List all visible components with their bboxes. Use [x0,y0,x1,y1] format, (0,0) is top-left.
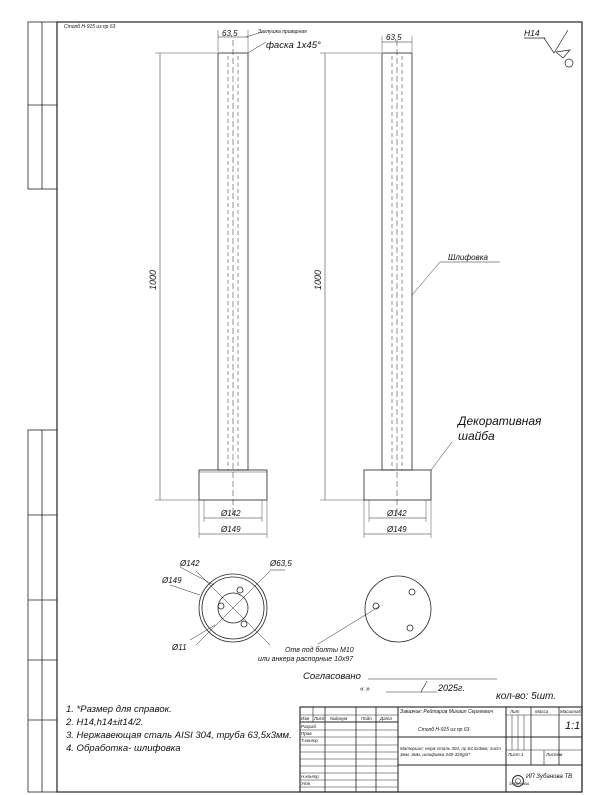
tb-col-izm: Изм [301,716,310,721]
technical-notes: 1. *Размер для справок. 2. H14,h14±it14/… [66,703,292,755]
tb-col-docnum: №докум [330,716,348,721]
approval-lines [368,678,497,693]
tb-col-mass: Масса [535,709,549,714]
washer-text: Декоративная шайба [458,414,542,443]
chamfer-label: фаска 1x45° [266,40,321,51]
plan-dim-142: Ø142 [179,559,200,568]
left-top-dim: 63,5 [222,29,238,38]
tb-designation: Столб Н-915 из пр 63 [418,727,470,733]
note-2: 2. H14,h14±it14/2. [66,717,144,728]
plan-dim-149: Ø149 [161,576,182,585]
tb-role-ncontr: Н.контр [301,774,319,779]
left-dim-149: Ø149 [220,525,241,534]
plan-dim-11: Ø11 [171,643,187,652]
roughness-label: H14 [524,28,540,38]
title-block [299,706,583,793]
plan-dim-63: Ø63,5 [269,559,292,568]
logo-subtext: ЗУБАНОВА [509,782,530,786]
approval-label: Согласовано [303,671,361,682]
tb-role-approve: Утв [301,781,310,786]
grinding-label: Шлифовка [448,253,489,262]
holes-note-2: или анкера распорные 10х97 [258,656,354,663]
approval-year: 2025г. [437,683,465,693]
tb-role-tcontr: Т.контр [301,738,318,743]
left-plan-view [169,566,285,646]
tb-col-date: Дата [380,716,392,721]
tb-col-scale: Масштаб [560,709,582,714]
roughness-symbol [524,29,574,68]
tb-sheets: Листов [546,752,563,757]
washer-label: Декоративная шайба [458,414,558,444]
tb-col-list: Лист [314,716,326,721]
tb-scale: 1:1 [565,720,581,732]
right-pipe-view [320,36,500,538]
tb-role-check: Пров [301,731,312,736]
right-height-dim: 1000 [313,270,323,290]
note-3: 3. Нержавеющая сталь AISI 304, труба 63,… [66,730,292,741]
stamp-code: Столб Н-915 из пр 63 [64,24,116,30]
tb-role-dev: Разраб [301,724,317,729]
approval-day: « » [360,686,370,693]
note-1: 1. *Размер для справок. [66,704,172,715]
left-margin-boxes [27,21,58,793]
tb-sheet: Лист 1 [508,752,524,757]
right-dim-142: Ø142 [386,509,407,518]
left-pipe-view [155,30,268,538]
right-dim-149: Ø149 [386,525,407,534]
right-plan-view [317,575,432,645]
tb-col-sign: Подп [361,716,372,721]
tb-material: Материал: нерж сталь 304, пр 63,5х3мм; л… [400,746,501,757]
tb-company: ИП Зубанова ТВ [526,774,573,780]
note-4: 4. Обработка- шлифовка [66,743,181,754]
tb-col-lit: Лит [510,709,520,714]
quantity: кол-во: 5шт. [496,691,556,702]
tb-customer: Заказчик: Рейтаров Михаил Сергеевич [400,709,494,715]
welded-cap-label: Заглушка приварная [258,29,307,35]
left-height-dim: 1000 [148,270,158,290]
holes-note-1: Отв под болты М10 [285,646,354,654]
left-dim-142: Ø142 [220,509,241,518]
right-top-dim: 63,5 [386,33,402,42]
